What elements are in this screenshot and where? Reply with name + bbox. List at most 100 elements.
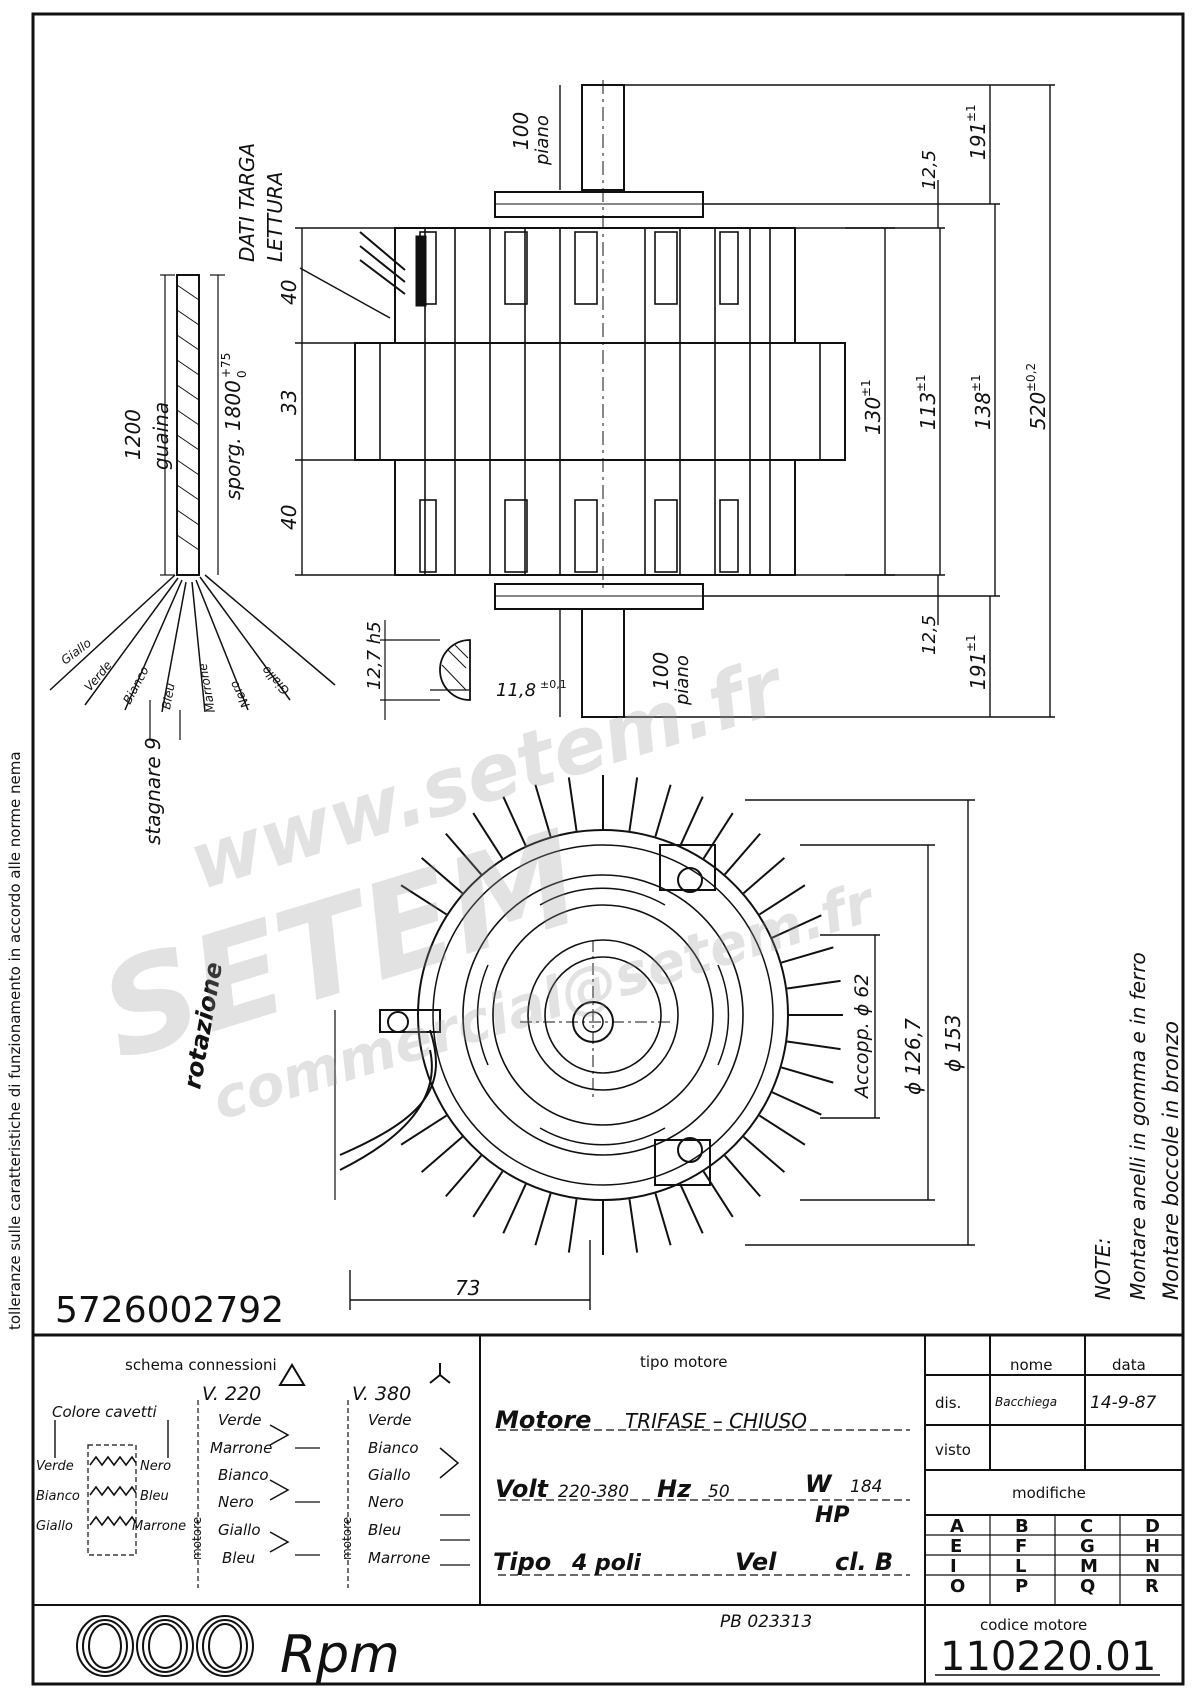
hz-value: 50 (708, 1482, 730, 1502)
fin (628, 1198, 639, 1253)
svg-text:±0,2: ±0,2 (1024, 363, 1038, 392)
codice-value: 110220.01 (940, 1634, 1156, 1680)
fin (502, 1183, 527, 1234)
svg-text:191: 191 (966, 652, 990, 690)
fin (420, 857, 464, 894)
mod-letter: P (1015, 1576, 1028, 1597)
volt-label: Volt (495, 1475, 550, 1503)
dim-520: 520±0,2 (1024, 363, 1050, 430)
modifiche-title: modifiche (1012, 1484, 1086, 1502)
svg-text:191: 191 (966, 122, 990, 160)
fin (567, 1198, 578, 1253)
wire-label: Nero (227, 678, 253, 710)
fin (702, 1170, 734, 1218)
schema-title: schema connessioni (125, 1356, 277, 1374)
fin (534, 784, 552, 837)
fin (534, 1193, 552, 1246)
v380-wire: Giallo (368, 1466, 411, 1484)
fin (472, 812, 504, 860)
right-wire: Marrone (132, 1519, 186, 1534)
wire-label: Verde (82, 658, 115, 694)
v220-wire: Bleu (222, 1549, 255, 1567)
fin (567, 777, 578, 832)
svg-text:138: 138 (971, 392, 995, 430)
dia-fit: Accopp. ϕ 62 (851, 974, 873, 1100)
v220-wire: Verde (218, 1411, 262, 1429)
vel-label: Vel (735, 1548, 777, 1576)
data-header: data (1112, 1356, 1146, 1374)
left-wire: Giallo (36, 1519, 73, 1534)
dim-40-bot: 40 (277, 505, 301, 530)
svg-text:±1: ±1 (964, 104, 978, 122)
svg-text:±1: ±1 (964, 634, 978, 652)
dim-138: 138±1 (969, 374, 995, 430)
shaft-top-flat: piano (532, 115, 553, 166)
notes-title: NOTE: (1091, 1238, 1115, 1300)
shaft-section (380, 620, 471, 720)
dia-inner: ϕ 126,7 (901, 1018, 925, 1095)
cable-sheath: guaina (149, 402, 173, 470)
fin (771, 1091, 822, 1116)
shaft-top-len: 100 (509, 112, 533, 150)
svg-text:sporg. 1800: sporg. 1800 (221, 380, 245, 500)
side-view-dimensions (295, 84, 1055, 718)
mod-letter: D (1145, 1516, 1160, 1537)
dis-name: Bacchiega (995, 1395, 1057, 1409)
fin (502, 796, 527, 847)
w-label: W (805, 1470, 833, 1498)
part-number: 5726002792 (55, 1290, 284, 1331)
dia-outer: ϕ 153 (941, 1014, 965, 1072)
rpm-logo-text: Rpm (280, 1625, 400, 1685)
tipo-motore-title: tipo motore (640, 1353, 727, 1371)
mod-letter: N (1145, 1556, 1160, 1577)
wire-label: Bleu (159, 682, 177, 711)
mod-letter: O (950, 1576, 965, 1597)
svg-text:113: 113 (916, 392, 940, 430)
fin (628, 777, 639, 832)
mod-letter: F (1015, 1536, 1027, 1557)
right-wire: Nero (140, 1459, 171, 1474)
dim-130: 130±1 (859, 379, 885, 435)
svg-text:520: 520 (1026, 392, 1050, 430)
v220-wire: Marrone (210, 1439, 272, 1457)
cable-drawing (49, 274, 336, 740)
fin (758, 884, 806, 916)
v380-wire: Marrone (368, 1549, 430, 1567)
v220-label: V. 220 (202, 1383, 261, 1405)
mod-letter: A (950, 1516, 964, 1537)
shaft-bot-len: 100 (649, 652, 673, 690)
codice-title: codice motore (980, 1616, 1087, 1634)
fin (742, 857, 786, 894)
svg-text:±0,1: ±0,1 (540, 678, 567, 691)
right-wire: Bleu (140, 1489, 169, 1504)
shaft-bot-flat: piano (672, 655, 693, 706)
dim-40-top: 40 (277, 280, 301, 305)
mod-letter: E (950, 1536, 962, 1557)
drawing-border (31, 12, 1185, 1686)
v220-wire: Bianco (218, 1466, 269, 1484)
svg-text:+75: +75 (219, 353, 233, 378)
svg-text:11,8: 11,8 (496, 680, 536, 701)
svg-text:±1: ±1 (859, 379, 873, 397)
dis-label: dis. (935, 1394, 961, 1412)
mod-letter: H (1145, 1536, 1160, 1557)
cl-label: cl. B (835, 1548, 893, 1576)
hz-label: Hz (657, 1475, 692, 1503)
fin (786, 1040, 841, 1051)
fin (400, 884, 448, 916)
v380-wire: Nero (368, 1493, 404, 1511)
plate-label-1: DATI TARGA (235, 143, 259, 262)
mod-letter: R (1145, 1576, 1159, 1597)
wire-label: Marrone (196, 662, 218, 714)
left-wire: Verde (36, 1459, 74, 1474)
cooling-fins (400, 775, 843, 1255)
motore-value: TRIFASE – CHIUSO (625, 1409, 807, 1433)
shaft-dia: 12,7 h5 (364, 621, 385, 690)
fin (400, 1114, 448, 1146)
dim-12-5-bot: 12,5 (919, 615, 940, 655)
fin (679, 796, 704, 847)
mod-letter: G (1080, 1536, 1095, 1557)
svg-text:0: 0 (235, 370, 249, 378)
